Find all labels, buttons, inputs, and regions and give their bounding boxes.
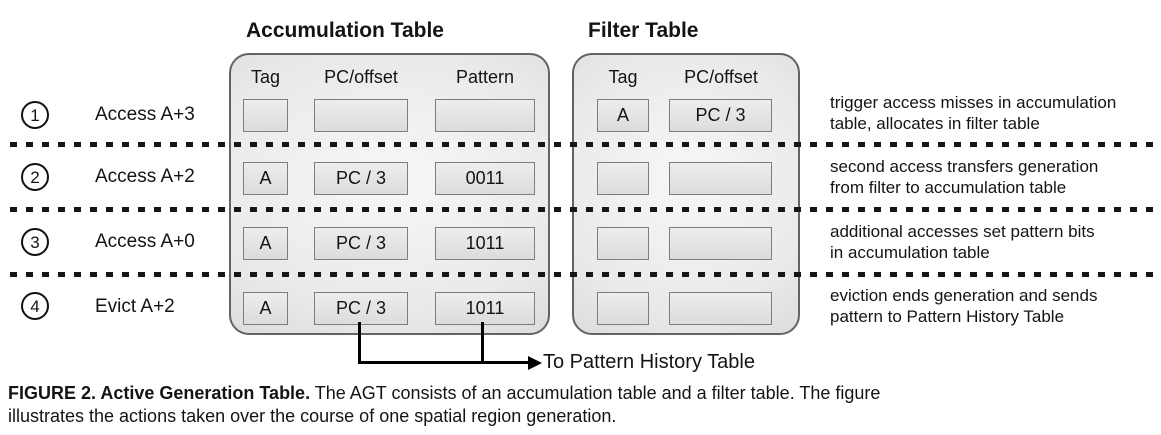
filter-col-pc: PC/offset xyxy=(684,67,758,87)
filter-cell-tag: A xyxy=(597,99,649,132)
step-note-3: additional accesses set pattern bits in … xyxy=(830,221,1158,263)
accum-cell-tag: A xyxy=(243,292,288,325)
caption-line-1: FIGURE 2. Active Generation Table. The A… xyxy=(8,382,880,405)
accumulation-table-title: Accumulation Table xyxy=(246,19,444,42)
accum-cell-pc xyxy=(314,99,408,132)
arrow-label: To Pattern History Table xyxy=(543,351,755,373)
accumulation-col-tag: Tag xyxy=(250,67,281,87)
step-label-2: Access A+2 xyxy=(95,166,195,187)
step-label-1: Access A+3 xyxy=(95,104,195,125)
accum-cell-tag xyxy=(243,99,288,132)
filter-cell-pc xyxy=(669,162,772,195)
row-separator xyxy=(10,207,1156,212)
accum-cell-pattern: 1011 xyxy=(435,227,535,260)
caption-line-2: illustrates the actions taken over the c… xyxy=(8,406,617,426)
filter-table: Tag PC/offset A PC / 3 xyxy=(572,53,800,335)
filter-cell-tag xyxy=(597,292,649,325)
filter-cell-tag xyxy=(597,227,649,260)
accum-cell-tag: A xyxy=(243,227,288,260)
note-line: from filter to accumulation table xyxy=(830,178,1067,197)
filter-col-tag: Tag xyxy=(608,67,638,87)
filter-table-title: Filter Table xyxy=(588,19,699,42)
accum-cell-pc: PC / 3 xyxy=(314,292,408,325)
filter-cell-pc xyxy=(669,227,772,260)
note-line: eviction ends generation and sends xyxy=(830,286,1098,305)
note-line: in accumulation table xyxy=(830,243,990,262)
note-line: trigger access misses in accumulation xyxy=(830,93,1117,112)
arrow-right-icon xyxy=(528,355,542,370)
accum-cell-tag: A xyxy=(243,162,288,195)
note-line: additional accesses set pattern bits xyxy=(830,222,1095,241)
note-line: second access transfers generation xyxy=(830,157,1099,176)
row-separator xyxy=(10,272,1156,277)
accumulation-table: Tag PC/offset Pattern A PC / 3 0011 A PC… xyxy=(229,53,550,335)
accum-cell-pc: PC / 3 xyxy=(314,162,408,195)
note-line: pattern to Pattern History Table xyxy=(830,307,1065,326)
filter-cell-tag xyxy=(597,162,649,195)
caption-bold: FIGURE 2. Active Generation Table. xyxy=(8,383,311,403)
filter-cell-pc xyxy=(669,292,772,325)
filter-cell-pc: PC / 3 xyxy=(669,99,772,132)
step-note-2: second access transfers generation from … xyxy=(830,156,1158,198)
step-note-1: trigger access misses in accumulation ta… xyxy=(830,92,1158,134)
step-badge-2: 2 xyxy=(21,163,49,191)
connector-line-pattern xyxy=(481,322,484,364)
accum-cell-pattern xyxy=(435,99,535,132)
accum-cell-pattern: 0011 xyxy=(435,162,535,195)
step-badge-4: 4 xyxy=(21,292,49,320)
step-label-4: Evict A+2 xyxy=(95,296,175,317)
step-label-3: Access A+0 xyxy=(95,231,195,252)
accumulation-col-pattern: Pattern xyxy=(455,67,515,87)
note-line: table, allocates in filter table xyxy=(830,114,1040,133)
connector-line-horizontal xyxy=(358,361,530,364)
connector-line-pc xyxy=(358,322,361,364)
accum-cell-pc: PC / 3 xyxy=(314,227,408,260)
row-separator xyxy=(10,142,1156,147)
step-badge-3: 3 xyxy=(21,228,49,256)
caption-rest: The AGT consists of an accumulation tabl… xyxy=(310,383,881,403)
figure-caption: FIGURE 2. Active Generation Table. The A… xyxy=(8,382,880,428)
step-badge-1: 1 xyxy=(21,101,49,129)
accum-cell-pattern: 1011 xyxy=(435,292,535,325)
step-note-4: eviction ends generation and sends patte… xyxy=(830,285,1158,327)
accumulation-col-pc: PC/offset xyxy=(324,67,398,87)
